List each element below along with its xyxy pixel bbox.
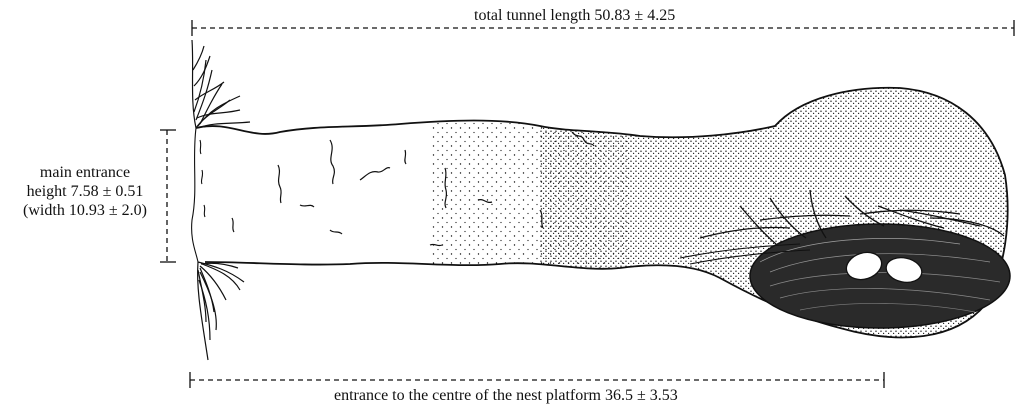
egg — [845, 251, 883, 281]
entrance-to-nest-label: entrance to the centre of the nest platf… — [330, 386, 682, 405]
burrow-outline — [195, 86, 1009, 339]
tunnel-wall-details — [231, 131, 595, 247]
main-entrance-title: main entrance — [39, 164, 131, 181]
eggs — [845, 251, 923, 283]
entrance-height-dimension-line — [160, 129, 176, 263]
total-length-dimension-line — [191, 20, 1015, 36]
main-entrance-label: main entrance height 7.58 ± 0.51 (width … — [6, 163, 164, 220]
ground-roots-top — [191, 39, 251, 129]
entrance-face — [191, 127, 206, 263]
egg — [885, 257, 923, 283]
total-tunnel-length-label: total tunnel length 50.83 ± 4.25 — [470, 6, 680, 25]
main-entrance-width: (width 10.93 ± 2.0) — [23, 202, 147, 219]
main-entrance-height: height 7.58 ± 0.51 — [26, 183, 144, 200]
entrance-to-nest-dimension-line — [189, 372, 885, 388]
ground-roots-bottom — [197, 261, 245, 361]
nest-twigs — [699, 189, 1005, 245]
